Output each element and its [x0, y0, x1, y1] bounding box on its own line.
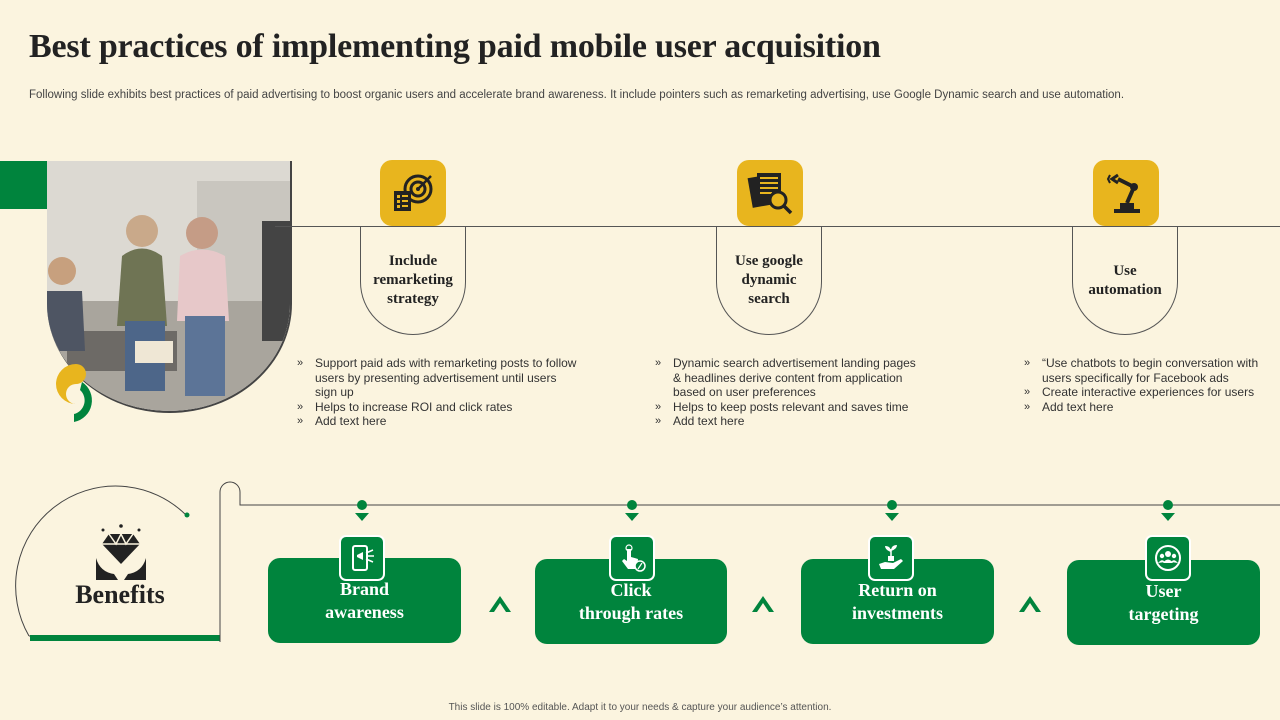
diamond-hands-icon: [96, 524, 146, 580]
robot-arm-icon: [1106, 173, 1140, 213]
practice-label-2: Use google dynamic search: [716, 227, 822, 335]
practice-points-1: Support paid ads with remarketing posts …: [297, 356, 577, 429]
benefit-icon-box-4: [1145, 535, 1191, 581]
practice-label-1: Include remarketing strategy: [360, 227, 466, 335]
decorative-swirl-icon: [56, 364, 92, 422]
benefit-label-line2: through rates: [578, 602, 684, 623]
user-group-target-icon: [1155, 545, 1181, 571]
benefit-label-line1: Brand: [339, 578, 389, 599]
benefit-label-line1: Click: [610, 579, 652, 600]
practice-icon-box-2: [737, 160, 803, 226]
practice-icon-box-3: [1093, 160, 1159, 226]
benefit-label-line2: targeting: [1128, 603, 1199, 624]
page-subtitle: Following slide exhibits best practices …: [29, 89, 1125, 101]
list-item: Add text here: [1024, 400, 1274, 415]
benefit-icon-box-3: [868, 535, 914, 581]
practice-label-3: Use automation: [1072, 227, 1178, 335]
list-item: “Use chatbots to begin conversation with…: [1024, 356, 1274, 385]
timeline-line-top: [275, 226, 1280, 227]
list-item: Dynamic search advertisement landing pag…: [655, 356, 925, 400]
benefit-icon-box-1: [339, 535, 385, 581]
benefit-icon-box-2: [609, 535, 655, 581]
list-item: Add text here: [297, 414, 577, 429]
benefit-label-line1: User: [1145, 580, 1182, 601]
benefit-label-line2: awareness: [325, 601, 404, 622]
target-checklist-icon: [394, 174, 433, 211]
touch-percent-icon: [622, 544, 646, 572]
list-item: Create interactive experiences for users: [1024, 385, 1274, 400]
benefit-label-line2: investments: [852, 602, 943, 623]
page-title: Best practices of implementing paid mobi…: [29, 28, 881, 65]
hand-money-plant-icon: [879, 545, 903, 569]
practice-points-3: “Use chatbots to begin conversation with…: [1024, 356, 1274, 414]
list-item: Add text here: [655, 414, 925, 429]
benefit-label-line1: Return on: [858, 579, 937, 600]
practice-icon-box-1: [380, 160, 446, 226]
benefits-connector-lines: [15, 481, 1280, 642]
list-item: Helps to keep posts relevant and saves t…: [655, 400, 925, 415]
list-item: Support paid ads with remarketing posts …: [297, 356, 577, 400]
list-item: Helps to increase ROI and click rates: [297, 400, 577, 415]
practice-points-2: Dynamic search advertisement landing pag…: [655, 356, 925, 429]
mobile-megaphone-icon: [352, 545, 374, 571]
document-search-icon: [747, 173, 793, 215]
footer-note: This slide is 100% editable. Adapt it to…: [448, 702, 832, 713]
benefits-label: Benefits: [75, 580, 165, 609]
green-accent-block: [0, 161, 47, 209]
